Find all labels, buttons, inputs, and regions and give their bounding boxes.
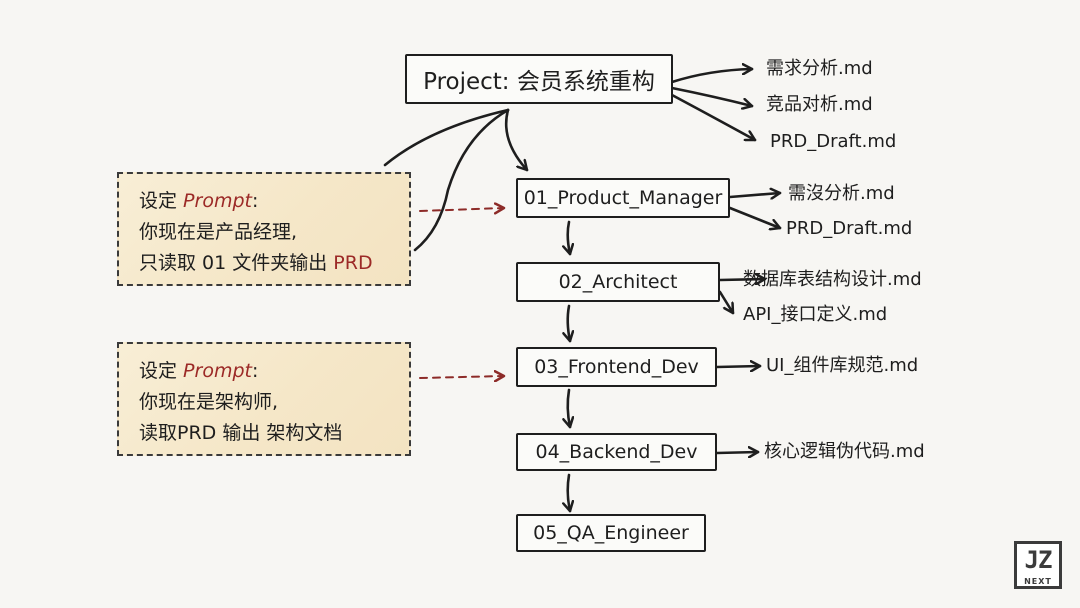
folder-label-05: 05_QA_Engineer	[533, 522, 689, 544]
prompt-1-line-2: 你现在是产品经理,	[139, 221, 298, 243]
curve-prompt1-bottom-to-root	[413, 108, 510, 252]
arrow-01-to-file-1	[728, 193, 782, 197]
folder-label-01: 01_Product_Manager	[523, 187, 723, 209]
folder-node-03: 03_Frontend_Dev	[516, 347, 717, 387]
prompt-note-1-heading: 设定 Prompt:	[139, 186, 389, 217]
arrow-01-to-file-2	[728, 206, 782, 228]
prompt-2-line-3-text: 读取PRD 输出 架构文档	[139, 422, 343, 444]
dashed-arrow-prompt1-to-01	[419, 208, 504, 211]
folder-label-03: 03_Frontend_Dev	[534, 356, 699, 378]
prompt-1-prefix: 设定	[139, 190, 184, 212]
arrow-03-to-04	[568, 388, 570, 429]
prompt-2-keyword: Prompt	[183, 360, 252, 382]
prompt-1-line-3-text: 只读取 01 文件夹输出	[139, 252, 334, 274]
prompt-2-line-2: 你现在是架构师,	[139, 391, 279, 413]
folder-node-04: 04_Backend_Dev	[516, 433, 717, 471]
arrow-02-to-file-2	[718, 290, 735, 315]
folder-03-file-1: UI_组件库规范.md	[766, 355, 919, 376]
curve-prompt1-top-to-root	[383, 108, 510, 167]
logo-mark: JZ	[1024, 546, 1053, 574]
root-file-2: 竞品对析.md	[766, 94, 873, 115]
folder-node-05: 05_QA_Engineer	[516, 514, 706, 552]
root-file-3: PRD_Draft.md	[770, 131, 897, 152]
root-file-1: 需求分析.md	[766, 58, 873, 79]
logo-subtext: NEXT	[1024, 577, 1052, 586]
prompt-note-2-heading: 设定 Prompt:	[139, 356, 389, 387]
folder-node-02: 02_Architect	[516, 262, 720, 302]
jz-next-logo: JZ NEXT	[1014, 541, 1062, 589]
arrow-04-to-file-1	[715, 452, 760, 453]
arrow-root-to-file-2	[670, 86, 754, 106]
folder-label-02: 02_Architect	[558, 271, 678, 293]
prompt-note-2-line-3: 读取PRD 输出 架构文档	[139, 418, 389, 449]
root-project-node: Project: 会员系统重构	[405, 54, 673, 104]
prompt-2-colon: :	[251, 360, 259, 382]
arrow-01-to-02	[568, 220, 570, 256]
arrow-03-to-file-1	[715, 366, 762, 367]
prompt-note-architect: 设定 Prompt: 你现在是架构师, 读取PRD 输出 架构文档	[117, 342, 411, 456]
prompt-1-keyword: Prompt	[183, 190, 252, 212]
prompt-note-1-line-3: 只读取 01 文件夹输出 PRD	[139, 248, 389, 279]
prompt-2-prefix: 设定	[139, 360, 184, 382]
dashed-arrow-prompt2-to-03	[419, 376, 504, 378]
arrow-02-to-03	[568, 304, 570, 343]
root-project-label: Project: 会员系统重构	[423, 69, 655, 95]
folder-04-file-1: 核心逻辑伪代码.md	[764, 441, 925, 462]
arrow-root-to-01	[504, 108, 529, 172]
arrow-root-to-file-3	[670, 93, 757, 142]
folder-label-04: 04_Backend_Dev	[535, 441, 698, 463]
prompt-1-line-3-highlight: PRD	[333, 252, 373, 274]
prompt-note-product-manager: 设定 Prompt: 你现在是产品经理, 只读取 01 文件夹输出 PRD	[117, 172, 411, 286]
prompt-1-colon: :	[251, 190, 259, 212]
folder-01-file-2: PRD_Draft.md	[786, 218, 913, 239]
folder-01-file-1: 需沒分析.md	[788, 183, 895, 204]
folder-02-file-2: API_接口定义.md	[743, 304, 888, 325]
folder-node-01: 01_Product_Manager	[516, 178, 730, 218]
arrow-04-to-05	[568, 473, 570, 513]
folder-02-file-1: 数据库表结构设计.md	[743, 269, 922, 290]
arrow-root-to-file-1	[670, 69, 754, 84]
